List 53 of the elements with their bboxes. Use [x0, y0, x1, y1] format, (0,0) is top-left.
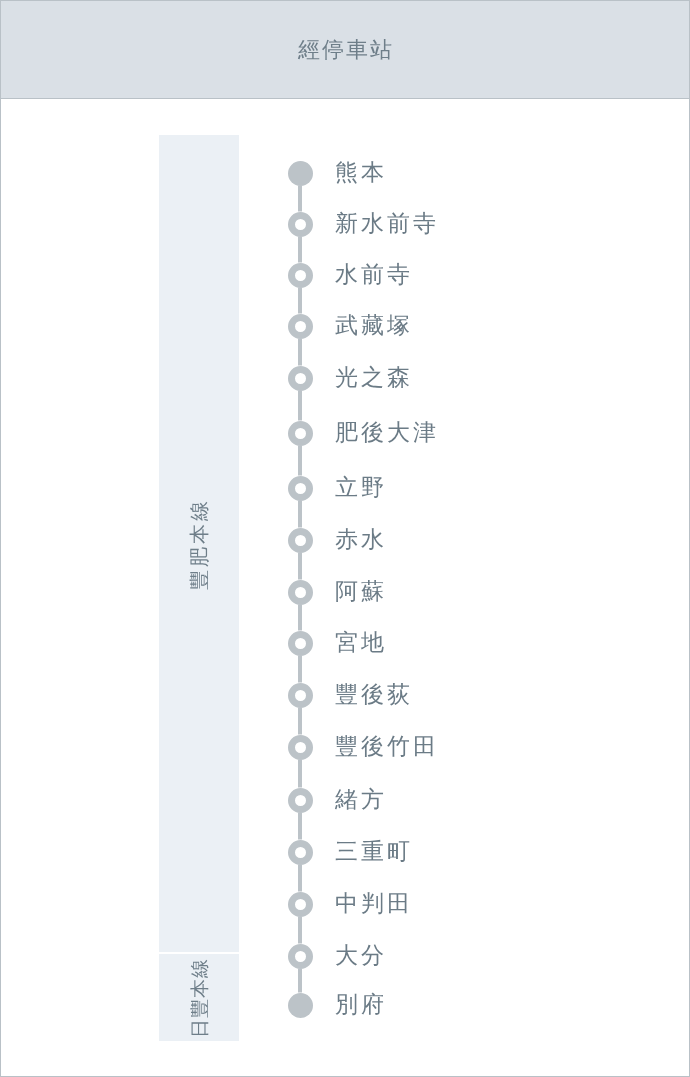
route-line: [298, 552, 302, 580]
route-line: [298, 655, 302, 683]
station-dot-icon: [287, 160, 313, 186]
station-ring-icon: [287, 365, 313, 391]
station-dot-icon: [287, 992, 313, 1018]
station-ring-icon: [287, 262, 313, 288]
station-name: 武藏塚: [335, 311, 413, 339]
station-ring-icon: [287, 211, 313, 237]
route-line: [298, 916, 302, 944]
route-line: [298, 812, 302, 840]
route-line: [298, 759, 302, 788]
station-name: 水前寺: [335, 260, 413, 288]
station-name: 熊本: [335, 158, 387, 186]
station-ring-icon: [287, 527, 313, 553]
station-ring-icon: [287, 579, 313, 605]
route-line: [298, 500, 302, 528]
station-ring-icon: [287, 313, 313, 339]
route-line: [298, 604, 302, 631]
station-name: 三重町: [335, 837, 413, 865]
route-line: [298, 338, 302, 366]
station-name: 新水前寺: [335, 209, 439, 237]
station-name: 豐後荻: [335, 680, 413, 708]
heading-text: 經停車站: [297, 35, 394, 64]
station-ring-icon: [287, 891, 313, 917]
station-ring-icon: [287, 420, 313, 446]
station-name: 別府: [335, 990, 387, 1018]
station-name: 阿蘇: [335, 577, 387, 605]
route-line: [298, 445, 302, 476]
station-name: 豐後竹田: [335, 732, 439, 760]
station-ring-icon: [287, 682, 313, 708]
station-name: 立野: [335, 473, 387, 501]
station-name: 緒方: [335, 785, 387, 813]
station-ring-icon: [287, 787, 313, 813]
station-name: 宮地: [335, 628, 387, 656]
station-name: 赤水: [335, 525, 387, 553]
route-line: [298, 390, 302, 421]
station-ring-icon: [287, 943, 313, 969]
station-name: 光之森: [335, 363, 413, 391]
station-name: 肥後大津: [335, 418, 439, 446]
route-line: [298, 236, 302, 263]
route-line: [298, 707, 302, 735]
station-name: 大分: [335, 941, 387, 969]
route-line: [298, 185, 302, 212]
station-name: 中判田: [335, 889, 413, 917]
station-ring-icon: [287, 839, 313, 865]
line-name: 日豐本線: [187, 957, 211, 1038]
route-line: [298, 864, 302, 892]
station-ring-icon: [287, 630, 313, 656]
station-ring-icon: [287, 475, 313, 501]
route-line: [298, 287, 302, 314]
route-line: [298, 968, 302, 993]
station-ring-icon: [287, 734, 313, 760]
line-name: 豐肥本線: [187, 497, 211, 590]
